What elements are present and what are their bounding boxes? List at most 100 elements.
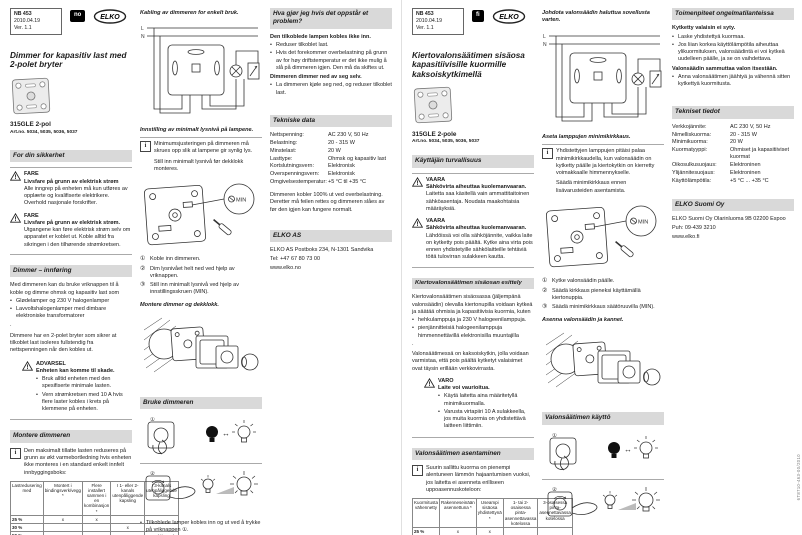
- table-header: Kuormitusta vähennetty: [411, 498, 441, 528]
- warning-label: VAARA: [426, 176, 446, 183]
- doc-version: Ver. 1.1: [416, 25, 434, 32]
- doc-ref-box: NB 453 2010.04.19 Ver. 1.1: [10, 8, 62, 36]
- info-text: Yhdistettyjen lamppujen pitäisi palaa mi…: [556, 148, 655, 177]
- doc-version: Ver. 1.1: [14, 25, 32, 32]
- svg-text:N: N: [141, 34, 145, 40]
- section-tech-data: Tekniset tiedot: [672, 106, 794, 119]
- min-level-heading: Aseta lamppujen minimikirkkaus.: [542, 134, 631, 140]
- info-block: i Suurin sallittu kuorma on pienempi ale…: [412, 465, 534, 494]
- warning-text: Laitetta saa käsitellä vain ammattitaito…: [426, 191, 530, 212]
- caution-label: VARO: [438, 377, 454, 384]
- info-block: i Minimumsjusteringen på dimmeren må skr…: [140, 141, 262, 173]
- elko-logo: ELKO: [94, 9, 127, 24]
- caution-block: ! ADVARSEL Enheten kan komme til skade. …: [22, 360, 132, 415]
- load-reduction-table: Lastredusering med Montert i bindingsver…: [10, 480, 179, 535]
- section-troubleshooting: Hva gjør jeg hvis det oppstår et problem…: [270, 8, 392, 29]
- warning-triangle-icon: !: [10, 212, 21, 223]
- min-adjust-figure: MIN: [542, 199, 664, 274]
- elko-logo: ELKO: [492, 9, 525, 24]
- step-item: ③ Säädä minimikirkkaus säätöruuvilla (MI…: [542, 303, 655, 310]
- step-number-icon: ①: [140, 256, 146, 263]
- wiring-heading: Kabling av dimmeren for enkelt bruk.: [140, 10, 239, 16]
- language-badge-no: no: [70, 10, 86, 22]
- turn-knob-figure: ②: [542, 484, 664, 531]
- trouble-bullet: Reduser tilkoblet last.: [270, 42, 392, 49]
- tech-row: Omgivelsestemperatur:+5 °C til +35 °C: [270, 178, 367, 185]
- warning-label: VAARA: [426, 218, 446, 225]
- page-title: Dimmer for kapasitiv last med 2-polet br…: [10, 51, 127, 70]
- contact-address: ELKO Suomi Oy Olarinluoma 9B 02200 Espoo: [672, 216, 786, 223]
- intro-bullet: pienjännitteisiä halogeenilamppuja himme…: [412, 325, 534, 340]
- warning-block: ! VAARA Sähkövirta aiheuttaa kuolemanvaa…: [412, 176, 534, 213]
- info-block: i Yhdistettyjen lamppujen pitäisi palaa …: [542, 148, 664, 195]
- tech-row: Verkkojännite:AC 230 V, 50 Hz: [672, 123, 771, 130]
- svg-text:L: L: [141, 26, 144, 32]
- assemble-heading: Montere dimmer og dekklokk.: [140, 302, 219, 309]
- warning-block: ! FARE Livsfare på grunn av elektrisk st…: [10, 212, 132, 249]
- tech-note: Dimmeren kobler 100% ut ved overbelastni…: [270, 192, 385, 213]
- table-header: Montert i bindingsverk/vegg *: [42, 480, 84, 516]
- warning-triangle-icon: !: [10, 171, 21, 181]
- document-header: NB 453 2010.04.19 Ver. 1.1 no ELKO: [10, 8, 132, 36]
- step-item: ① Koble inn dimmeren.: [140, 256, 201, 263]
- caution-block: ! VARO Laite voi vaurioitua. Käytä laite…: [424, 377, 534, 432]
- section-use: Bruke dimmeren: [140, 396, 262, 410]
- step-number-icon: ③: [542, 303, 548, 310]
- swap-arrow-icon: ↔: [624, 445, 632, 454]
- trouble-bullet: La dimmeren kjøle seg ned, og reduser ti…: [270, 82, 392, 97]
- warning-title: Sähkövirta aiheuttaa kuolemanvaaran.: [426, 184, 527, 191]
- tech-row: Overspenningsvern:Elektronisk: [270, 171, 355, 178]
- product-photo: [412, 85, 534, 128]
- doc-date: 2010.04.19: [416, 18, 442, 25]
- tech-row: Kuormatyyppi:Ohmiset ja kapasitiiviset k…: [672, 147, 789, 161]
- section-contact: ELKO Suomi Oy: [672, 198, 794, 212]
- warning-block: ! FARE Livsfare på grunn av elektrisk st…: [10, 171, 132, 207]
- wiring-heading: Johdota valonsäädin haluttua sovellusta …: [542, 10, 650, 24]
- assembly-figure: [140, 314, 262, 387]
- info-text: Den maksimalt tillatte lasten reduseres …: [24, 447, 132, 476]
- no-column-2: Kabling av dimmeren for enkelt bruk. L N: [140, 8, 262, 535]
- caution-bullet: Varusta virtapiiri 10 A sulakkeella, jos…: [438, 409, 534, 431]
- table-header: Flere installert sammen i en kombinasjon…: [82, 480, 112, 516]
- step-number-icon: ②: [542, 287, 548, 294]
- tech-row: Ylijännitesuojaus:Elektroninen: [672, 169, 761, 176]
- svg-text:ELKO: ELKO: [499, 14, 519, 21]
- wiring-diagram: L N: [140, 21, 262, 120]
- stray-dot: .: [412, 340, 414, 347]
- trouble-problem: Den tilkoblede lampen kobles ikke inn.: [270, 33, 371, 40]
- warning-triangle-icon: !: [22, 360, 33, 371]
- fi-column-3: Toimenpiteet ongelmatilanteissa Kytketty…: [672, 8, 794, 535]
- contact-address: ELKO AS Postboks 234, N-1301 Sandvika: [270, 247, 374, 254]
- caution-label: ADVARSEL: [36, 360, 66, 367]
- product-artno: Art.no. 5034, 5035, 5036, 5037: [412, 139, 480, 145]
- warning-label: FARE: [24, 171, 39, 178]
- turn-knob-figure: ②: [140, 468, 262, 515]
- svg-text:①: ①: [552, 432, 557, 439]
- table-header: Useampi sisäosa yhdistettynä *: [475, 498, 504, 528]
- tech-row: Lasttype:Ohmsk og kapasitiv last: [270, 155, 387, 162]
- section-intro: Kiertovalonsäätimen sisäosan esittely: [412, 277, 534, 290]
- svg-text:!: !: [15, 217, 17, 223]
- tech-row: Kortslutningsvern:Elektronisk: [270, 163, 355, 170]
- caution-bullet: Vern strømkretsen med 10 A hvis flere la…: [36, 392, 132, 414]
- section-mount: Valonsäätimen asentaminen: [412, 447, 534, 461]
- trouble-bullet: Jos liian korkea käyttölämpötila aiheutt…: [672, 42, 794, 64]
- warning-title: Livsfare på grunn av elektrisk strøm.: [24, 219, 120, 226]
- info-text: Minimumsjusteringen på dimmeren må skrue…: [154, 141, 253, 155]
- section-safety: Käyttäjän turvallisuus: [412, 155, 534, 168]
- assembly-figure: [542, 329, 664, 402]
- intro-bullet: Lavvoltshalogenlamper med dimbare elektr…: [10, 306, 132, 321]
- intro-bullet: Glødelamper og 230 V halogenlamper: [10, 298, 132, 305]
- intro-paragraph: Med dimmeren kan du bruke vriknappen til…: [10, 282, 120, 296]
- contact-block: ELKO AS Postboks 234, N-1301 Sandvika Te…: [270, 247, 392, 272]
- table-header: 1- tai 2-osaisessa pinta-asennettavassa …: [502, 498, 539, 528]
- doc-ref: NB 453: [416, 11, 434, 17]
- contact-phone: Puh: 09-439 3210: [672, 225, 716, 232]
- info-block: i Den maksimalt tillatte lasten redusere…: [10, 447, 132, 477]
- intro-bullet: hehkulamppuja ja 230 V halogeenilamppuja…: [412, 317, 534, 324]
- svg-text:N: N: [543, 42, 547, 48]
- tech-row: Oikosulkusuojaus:Elektroninen: [672, 162, 761, 169]
- info-icon: i: [140, 141, 151, 152]
- swap-arrow-icon: ↔: [222, 429, 230, 438]
